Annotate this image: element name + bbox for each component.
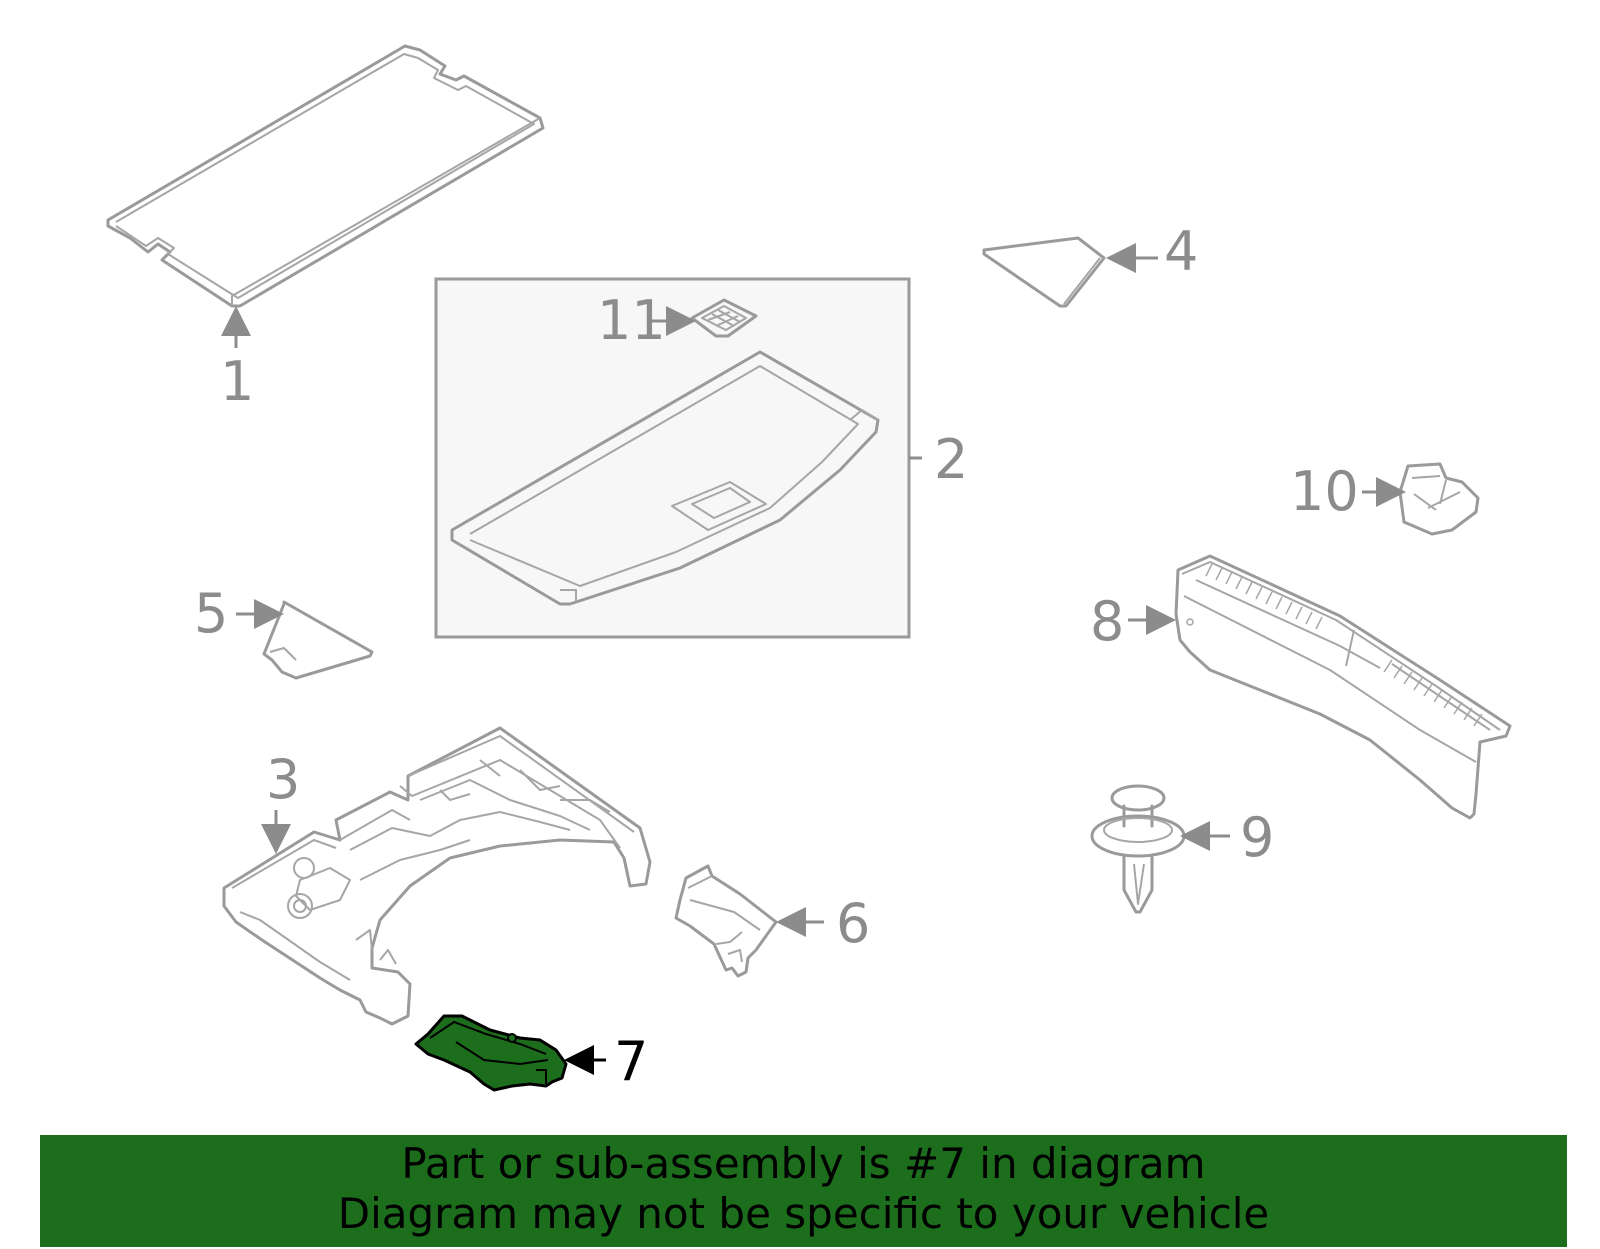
part-6-side-bracket[interactable]	[674, 864, 778, 978]
callout-label-4: 4	[1164, 220, 1198, 283]
part-10-clip[interactable]	[1398, 462, 1480, 536]
part-3-storage-tray[interactable]	[222, 726, 652, 1026]
callout-8: 8	[1090, 590, 1176, 653]
callout-2: 2	[909, 428, 968, 491]
callout-label-1: 1	[220, 350, 254, 413]
part-9-push-clip[interactable]	[1090, 784, 1186, 914]
callout-3: 3	[261, 748, 300, 854]
part-8-sill-plate[interactable]	[1174, 554, 1512, 820]
part-5-triangle-bracket[interactable]	[262, 600, 374, 680]
part-7-highlighted-bracket[interactable]	[414, 1014, 568, 1092]
banner-line-2: Diagram may not be specific to your vehi…	[337, 1189, 1270, 1238]
callout-label-11: 11	[597, 289, 666, 352]
callout-10: 10	[1290, 460, 1406, 523]
parts-diagram: 1 11 2 4	[106, 44, 1512, 1093]
banner-line-1: Part or sub-assembly is #7 in diagram	[401, 1139, 1206, 1188]
callout-7: 7	[564, 1030, 648, 1093]
callout-1: 1	[220, 306, 254, 413]
callout-4: 4	[1106, 220, 1198, 283]
callout-11: 11	[597, 289, 696, 352]
callout-label-10: 10	[1290, 460, 1359, 523]
callout-label-9: 9	[1240, 806, 1274, 869]
callout-label-3: 3	[266, 748, 300, 811]
callout-label-5: 5	[194, 582, 228, 645]
part-11-grille[interactable]	[690, 298, 758, 338]
callout-label-7: 7	[614, 1030, 648, 1093]
part-4-triangle-trim[interactable]	[982, 236, 1106, 308]
part-2-assembly-box[interactable]: 11	[434, 277, 911, 639]
callout-label-6: 6	[836, 892, 870, 955]
part-1-floor-board[interactable]	[106, 44, 545, 308]
info-banner: Part or sub-assembly is #7 in diagram Di…	[40, 1135, 1567, 1247]
callout-6: 6	[776, 892, 870, 955]
callout-5: 5	[194, 582, 284, 645]
callout-label-8: 8	[1090, 590, 1124, 653]
callout-9: 9	[1180, 806, 1274, 869]
callout-label-2: 2	[934, 428, 968, 491]
